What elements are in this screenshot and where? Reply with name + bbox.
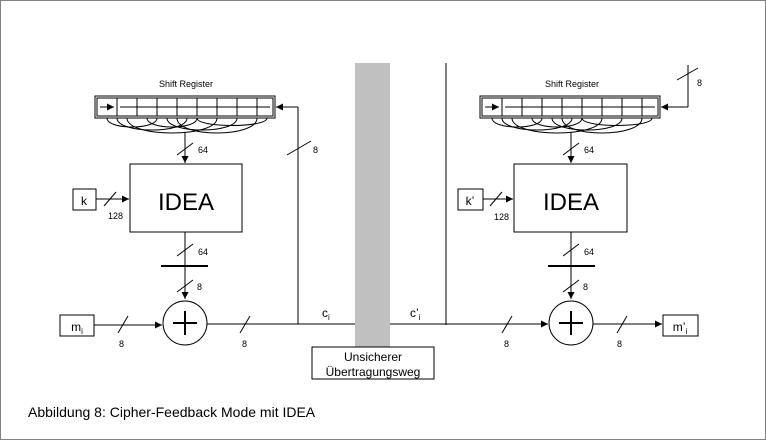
right-register-cells bbox=[485, 98, 655, 116]
right-reg-to-idea-width: 64 bbox=[584, 145, 594, 155]
right-shift-register-label: Shift Register bbox=[545, 79, 599, 89]
left-idea-box bbox=[129, 163, 243, 233]
right-key-label: k’ bbox=[466, 194, 475, 208]
channel-label-line2: Übertragungsweg bbox=[326, 365, 421, 379]
left-idea-label: IDEA bbox=[158, 189, 214, 216]
left-key-label: k bbox=[81, 194, 88, 208]
left-plaintext-label: mi bbox=[71, 320, 83, 336]
right-plain-width: 8 bbox=[617, 339, 622, 349]
left-register-cells bbox=[100, 98, 270, 116]
right-plaintext-box bbox=[662, 314, 699, 337]
right-select-out-width: 8 bbox=[583, 282, 588, 292]
right-key-width: 128 bbox=[494, 212, 509, 222]
right-reg-in-width: 8 bbox=[697, 78, 702, 88]
left-key-width: 128 bbox=[108, 211, 123, 221]
left-cipher-label: ci bbox=[322, 306, 330, 322]
left-shift-register-label: Shift Register bbox=[159, 79, 213, 89]
right-cipher-label: c’i bbox=[410, 306, 421, 322]
right-register-taps bbox=[491, 117, 653, 134]
left-register-taps bbox=[106, 117, 268, 134]
right-plaintext-label: m’i bbox=[673, 320, 688, 336]
insecure-channel-band bbox=[355, 63, 390, 350]
left-select-out-width: 8 bbox=[197, 282, 202, 292]
channel-label-line1: Unsicherer bbox=[344, 350, 402, 364]
left-feedback-width: 8 bbox=[313, 145, 318, 155]
left-encryptor bbox=[59, 95, 355, 346]
left-plain-width: 8 bbox=[119, 339, 124, 349]
left-idea-out-width: 64 bbox=[198, 247, 208, 257]
left-reg-to-idea-width: 64 bbox=[198, 145, 208, 155]
left-xor-out-width: 8 bbox=[242, 339, 247, 349]
channel-label-box bbox=[311, 346, 435, 380]
right-decryptor bbox=[390, 65, 699, 346]
right-idea-label: IDEA bbox=[543, 189, 599, 216]
right-idea-box bbox=[513, 163, 628, 233]
right-cipher-width: 8 bbox=[504, 339, 509, 349]
figure-caption: Abbildung 8: Cipher-Feedback Mode mit ID… bbox=[28, 404, 316, 420]
right-idea-out-width: 64 bbox=[584, 247, 594, 257]
